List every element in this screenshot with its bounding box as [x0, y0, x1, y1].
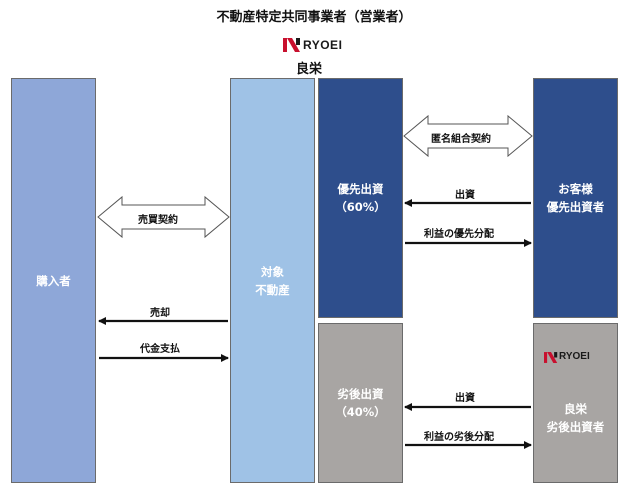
- sales-contract-double-arrow: [97, 195, 230, 239]
- property-label-line1: 対象: [261, 264, 284, 279]
- page-title: 不動産特定共同事業者（営業者）: [216, 10, 412, 25]
- ryoei-logo-icon: [283, 38, 300, 52]
- sales-contract-label: 売買契約: [138, 215, 178, 226]
- junior-label-line1: 劣後出資: [337, 387, 384, 401]
- senior-investment-box: 優先出資 （60%）: [318, 78, 403, 318]
- ryoei-label-line2: 劣後出資者: [546, 420, 605, 434]
- mini-logo-text: RYOEI: [559, 351, 590, 362]
- junior-label-line2: （40%）: [335, 405, 386, 419]
- company-name: 良栄: [296, 62, 323, 77]
- property-box: 対象 不動産: [230, 78, 315, 483]
- customer-investor-box: お客様 優先出資者: [533, 78, 618, 318]
- anonymous-partnership-double-arrow: [403, 114, 533, 158]
- ryoei-label-line1: 良栄: [564, 402, 587, 416]
- customer-label-line2: 優先出資者: [546, 200, 605, 214]
- property-label-line2: 不動産: [255, 282, 290, 297]
- senior-investment-label: 出資: [455, 190, 475, 201]
- ryoei-logo: RYOEI: [283, 38, 342, 52]
- junior-profit-label: 利益の劣後分配: [424, 432, 494, 443]
- senior-profit-label: 利益の優先分配: [424, 229, 494, 240]
- buyer-box: 購入者: [11, 78, 96, 483]
- senior-label-line2: （60%）: [335, 200, 386, 214]
- customer-label-line1: お客様: [558, 182, 593, 196]
- junior-investment-label: 出資: [455, 393, 475, 404]
- sale-label: 売却: [150, 308, 170, 319]
- senior-label-line1: 優先出資: [337, 182, 384, 196]
- ryoei-investor-box: RYOEI 良栄 劣後出資者: [533, 323, 618, 483]
- anonymous-partnership-label: 匿名組合契約: [431, 134, 491, 145]
- ryoei-mini-logo: RYOEI: [544, 348, 590, 366]
- junior-investment-box: 劣後出資 （40%）: [318, 323, 403, 483]
- ryoei-mini-logo-icon: [544, 351, 558, 363]
- buyer-label: 購入者: [36, 273, 71, 288]
- logo-text: RYOEI: [303, 38, 343, 52]
- payment-label: 代金支払: [140, 344, 180, 355]
